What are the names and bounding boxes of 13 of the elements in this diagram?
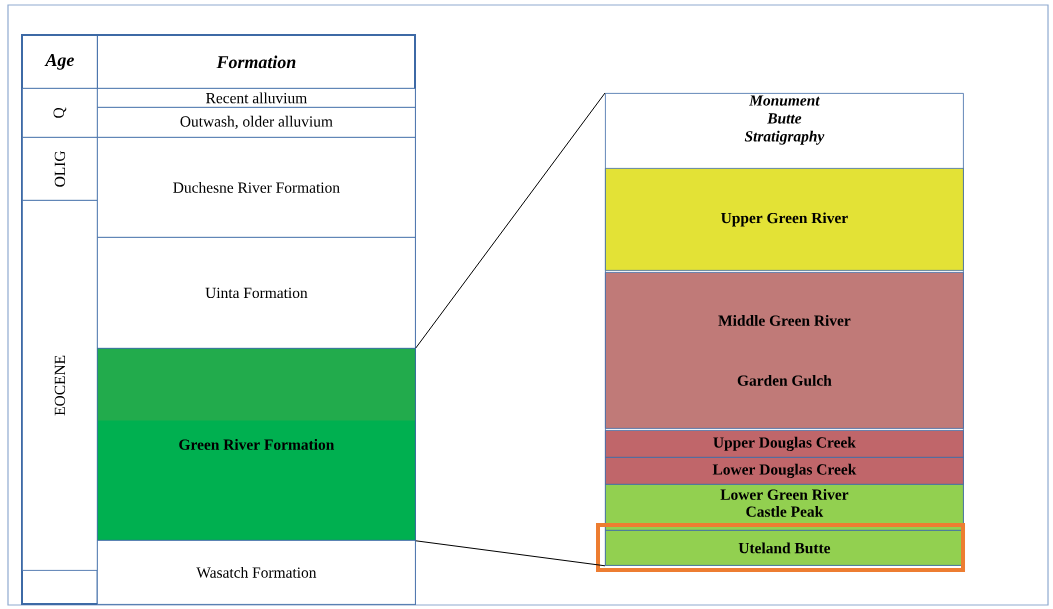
formation-layer: Uinta Formation	[97, 237, 416, 349]
stratigraphy-layer: Uteland Butte	[605, 530, 964, 566]
formation-layer: Wasatch Formation	[97, 540, 416, 605]
age-cell: OLIG	[22, 137, 98, 201]
age-cell: Q	[22, 88, 98, 138]
stratigraphy-layer: Lower Douglas Creek	[605, 457, 964, 485]
zoom-line	[415, 92, 606, 349]
stratigraphy-layer: Middle Green River Garden Gulch	[605, 272, 964, 429]
stratigraphy-layer: Upper Douglas Creek	[605, 430, 964, 458]
stratigraphy-layer: Lower Green River Castle Peak	[605, 484, 964, 531]
formation-layer: Green River Formation	[97, 348, 416, 541]
stratigraphy-layer: Upper Green River	[605, 168, 964, 271]
formation-layer: Recent alluvium	[97, 88, 416, 108]
